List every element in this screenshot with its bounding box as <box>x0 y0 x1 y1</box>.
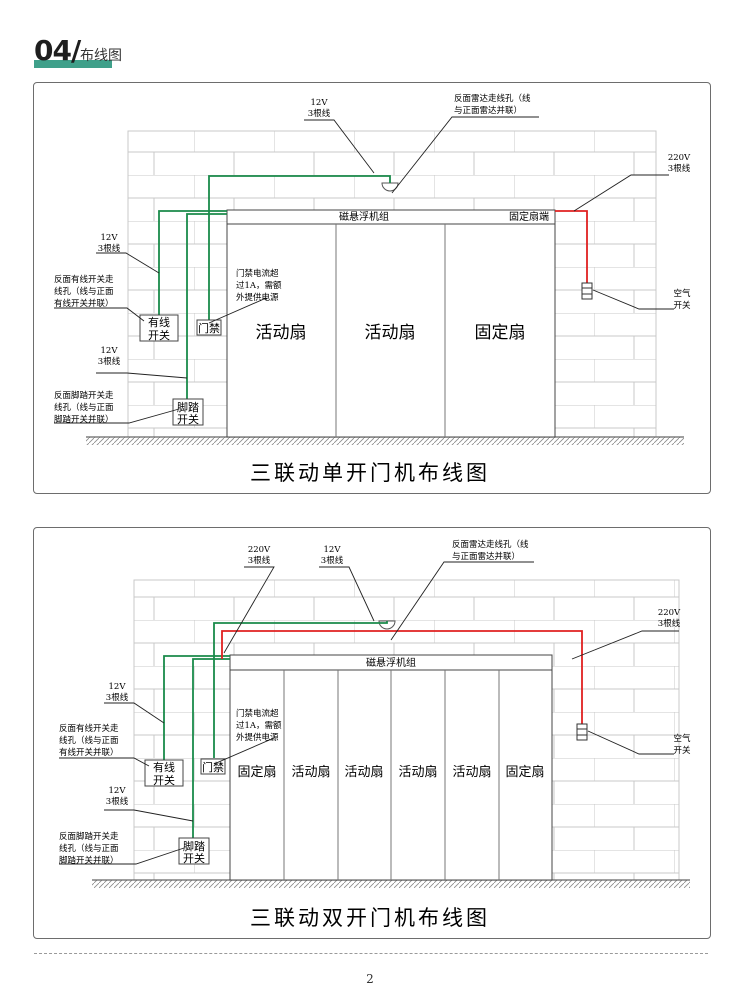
green-wire-wired-switch <box>158 210 227 315</box>
callout-3wires: 3根线 <box>321 555 344 566</box>
green-wire-foot-switch <box>186 213 227 399</box>
green-wire-radar <box>213 621 388 758</box>
panel-label: 活动扇 <box>256 323 307 343</box>
diagram-caption: 三联动单开门机布线图 <box>250 461 490 485</box>
callout-220v: 220V <box>668 153 691 163</box>
green-wire-radar <box>208 175 391 320</box>
wired-switch-text: 有线 <box>148 315 170 329</box>
callout-access-note: 门禁电流超 <box>236 708 279 719</box>
panel-label: 活动扇 <box>291 764 330 780</box>
callout-foot-switch-hole: 反面脚踏开关走 <box>59 831 119 842</box>
callout-access-note: 过1A，需额 <box>236 280 282 291</box>
callout-breaker: 空气 <box>673 288 691 299</box>
callout-12v: 12V <box>311 98 329 108</box>
callout-foot-switch-hole: 线孔（线与正面 <box>54 402 114 413</box>
access-control-text: 门禁 <box>198 321 220 335</box>
door-frame <box>226 209 556 438</box>
section-number: 04/ <box>34 34 81 67</box>
foot-switch-text: 脚踏 <box>177 400 199 414</box>
foot-switch-text: 开关 <box>177 412 199 426</box>
wired-switch-box <box>139 314 179 342</box>
section-title: 布线图 <box>80 48 122 64</box>
foot-switch-box <box>172 398 204 426</box>
callout-12v: 12V <box>101 346 119 356</box>
callout-radar-hole: 与正面雷达并联） <box>452 551 520 562</box>
motor-label: 磁悬浮机组 <box>339 210 389 223</box>
callout-radar-hole: 反面雷达走线孔（线 <box>452 539 529 550</box>
red-wire-220v <box>221 630 583 724</box>
callout-3wires: 3根线 <box>106 692 129 703</box>
wired-switch-text: 开关 <box>148 328 170 342</box>
callout-12v: 12V <box>109 682 127 692</box>
fixed-end-label: 固定扇端 <box>509 210 549 223</box>
diagram-single-door: 磁悬浮机组 固定扇端 活动扇 活动扇 固定扇 有线 开关 门禁 脚踏 开关 12… <box>33 82 711 494</box>
callout-wired-switch-hole: 反面有线开关走 <box>54 274 114 285</box>
panel-label: 固定扇 <box>237 764 276 780</box>
access-control-box <box>200 758 226 775</box>
callout-foot-switch-hole: 脚踏开关并联） <box>59 855 119 866</box>
green-wire-wired-switch <box>163 655 230 760</box>
callout-3wires: 3根线 <box>98 356 121 367</box>
callout-3wires: 3根线 <box>308 108 331 119</box>
callout-wired-switch-hole: 反面有线开关走 <box>59 723 119 734</box>
section-header: 04/ 布线图 <box>34 34 144 68</box>
green-wire-foot-switch <box>192 658 230 838</box>
callout-access-note: 门禁电流超 <box>236 268 279 279</box>
footer-divider <box>34 953 708 954</box>
ground-hatch <box>86 437 684 445</box>
callout-3wires: 3根线 <box>98 243 121 254</box>
panel-label: 固定扇 <box>475 323 526 343</box>
air-breaker <box>581 282 593 300</box>
wiring-diagram-double: 磁悬浮机组 固定扇 活动扇 活动扇 活动扇 活动扇 固定扇 有线 开关 门禁 脚… <box>59 539 691 930</box>
callout-breaker: 开关 <box>673 300 691 311</box>
callout-220v: 220V <box>248 545 271 555</box>
callout-wired-switch-hole: 有线开关并联） <box>59 747 119 758</box>
callout-3wires: 3根线 <box>106 796 129 807</box>
callout-breaker: 空气 <box>673 733 691 744</box>
wiring-diagram-single: 磁悬浮机组 固定扇端 活动扇 活动扇 固定扇 有线 开关 门禁 脚踏 开关 12… <box>54 93 691 485</box>
callout-12v: 12V <box>101 233 119 243</box>
header-accent-bar <box>34 60 112 68</box>
callout-radar-hole: 与正面雷达并联） <box>454 105 522 116</box>
callout-breaker: 开关 <box>673 745 691 756</box>
air-breaker <box>576 723 588 741</box>
callout-3wires: 3根线 <box>668 163 691 174</box>
ground-hatch <box>92 880 690 888</box>
red-wire-220v <box>555 210 588 283</box>
panel-label: 活动扇 <box>344 764 383 780</box>
callout-wired-switch-hole: 线孔（线与正面 <box>54 286 114 297</box>
diagram-double-door: 磁悬浮机组 固定扇 活动扇 活动扇 活动扇 活动扇 固定扇 有线 开关 门禁 脚… <box>33 527 711 939</box>
motor-unit <box>226 209 556 225</box>
callout-foot-switch-hole: 反面脚踏开关走 <box>54 390 114 401</box>
wired-switch-text: 开关 <box>153 773 175 787</box>
panel-label: 活动扇 <box>398 764 437 780</box>
motor-label: 磁悬浮机组 <box>366 656 416 669</box>
callout-radar-hole: 反面雷达走线孔（线 <box>454 93 531 104</box>
callout-foot-switch-hole: 脚踏开关并联） <box>54 414 114 425</box>
callout-access-note: 过1A，需额 <box>236 720 282 731</box>
callout-access-note: 外提供电源 <box>236 292 279 303</box>
foot-switch-text: 脚踏 <box>183 839 205 853</box>
callout-3wires: 3根线 <box>248 555 271 566</box>
access-control-text: 门禁 <box>202 760 224 774</box>
panel-label: 活动扇 <box>452 764 491 780</box>
callout-3wires: 3根线 <box>658 618 681 629</box>
diagram-caption: 三联动双开门机布线图 <box>250 906 490 930</box>
foot-switch-text: 开关 <box>183 851 205 865</box>
callout-12v: 12V <box>324 545 342 555</box>
radar-hole <box>381 182 399 192</box>
page-number: 2 <box>366 972 374 986</box>
callout-wired-switch-hole: 线孔（线与正面 <box>59 735 119 746</box>
panel-label: 活动扇 <box>365 323 416 343</box>
callout-wired-switch-hole: 有线开关并联） <box>54 298 114 309</box>
panel-label: 固定扇 <box>505 764 544 780</box>
callout-foot-switch-hole: 线孔（线与正面 <box>59 843 119 854</box>
callout-12v: 12V <box>109 786 127 796</box>
foot-switch-box <box>178 837 210 865</box>
callout-220v: 220V <box>658 608 681 618</box>
wired-switch-text: 有线 <box>153 760 175 774</box>
access-control-box <box>196 319 222 336</box>
callout-access-note: 外提供电源 <box>236 732 279 743</box>
wired-switch-box <box>144 759 184 787</box>
